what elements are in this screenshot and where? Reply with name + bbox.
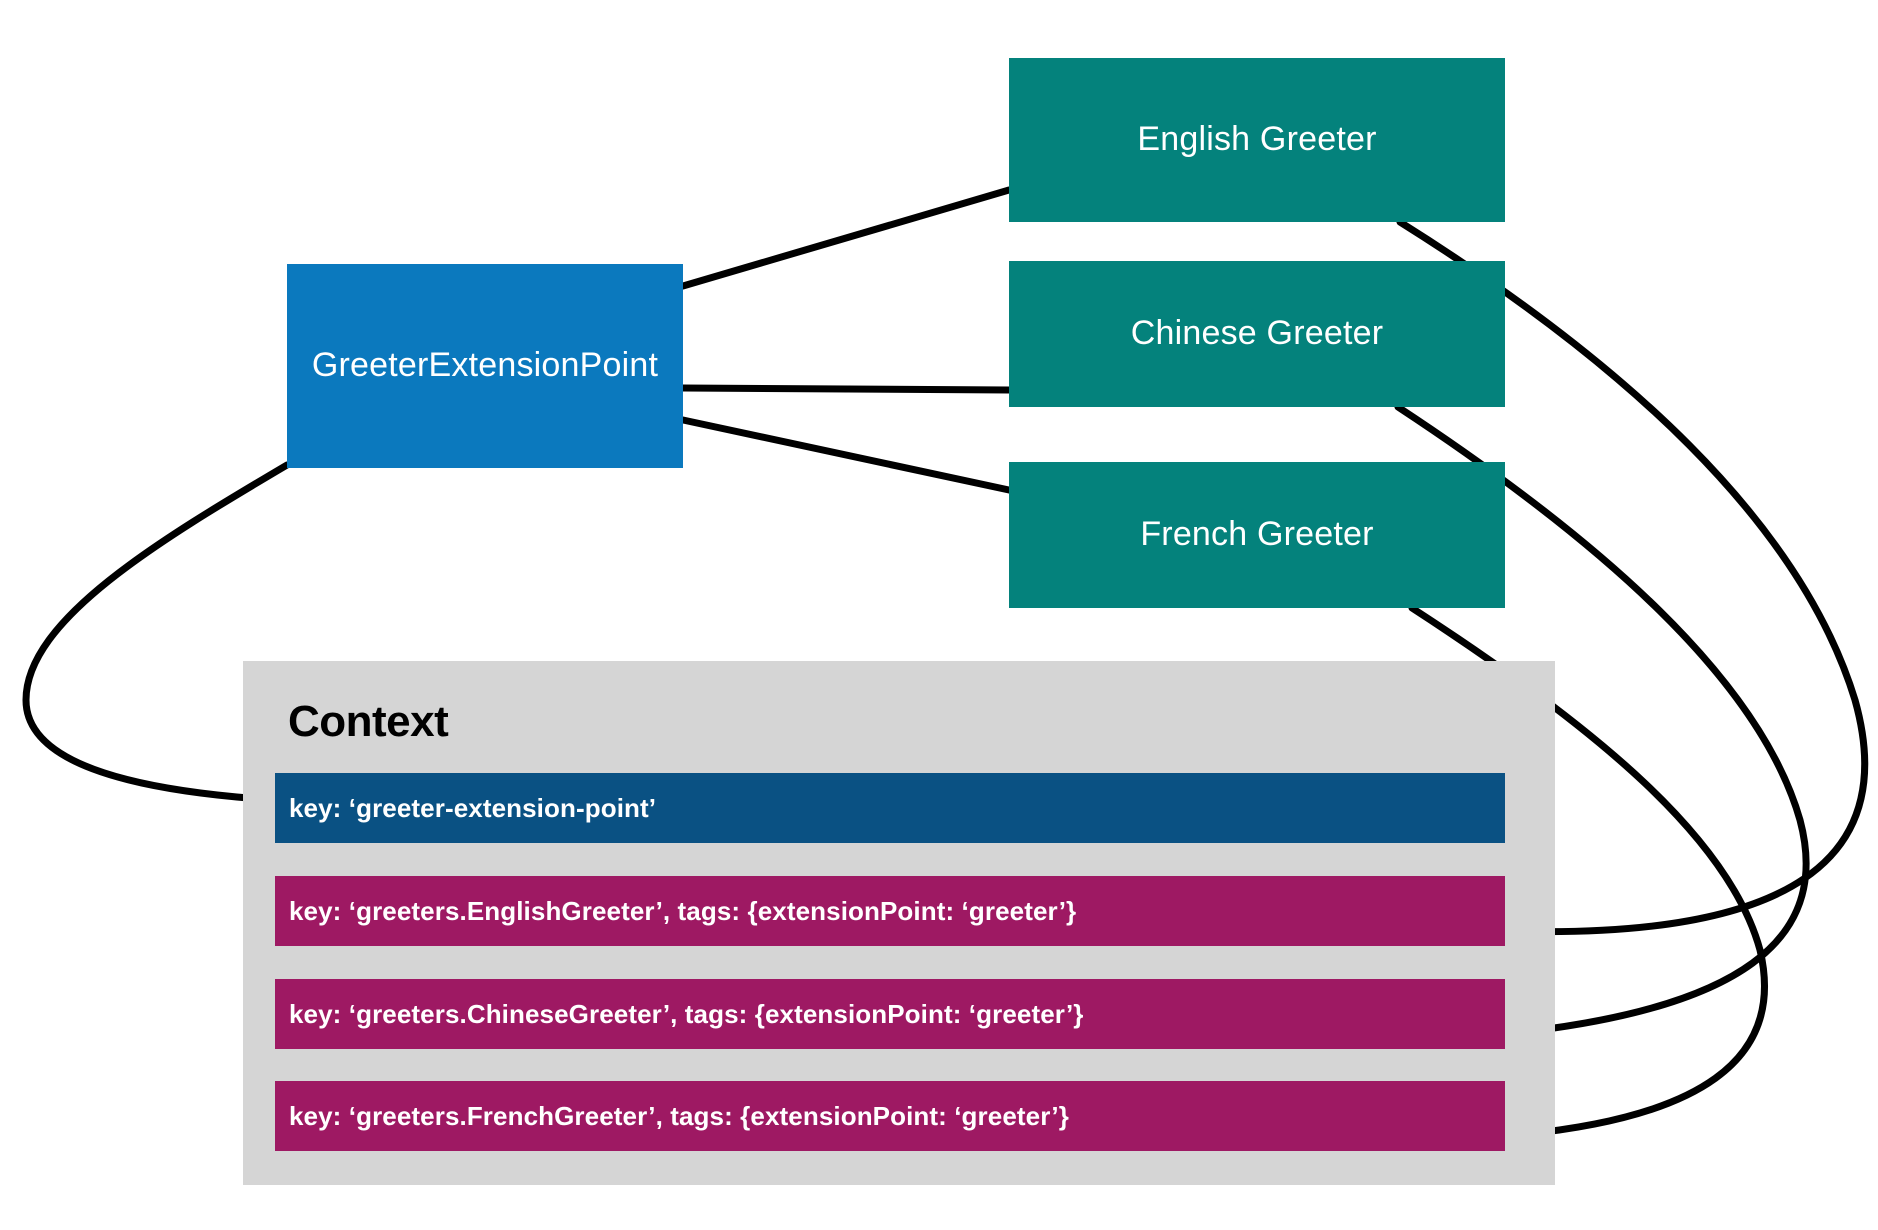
- context-entry-extension-point-label: key: ‘greeter-extension-point’: [289, 792, 657, 823]
- node-greeter-extension-point[interactable]: GreeterExtensionPoint: [287, 264, 683, 468]
- node-chinese-greeter-label: Chinese Greeter: [1130, 314, 1384, 353]
- node-chinese-greeter[interactable]: Chinese Greeter: [1009, 261, 1505, 407]
- edge-extensionpoint-to-french: [679, 416, 1013, 494]
- edge-extensionpoint-to-english: [679, 186, 1013, 290]
- node-french-greeter[interactable]: French Greeter: [1009, 462, 1505, 608]
- node-english-greeter-label: English Greeter: [1137, 120, 1377, 159]
- node-french-greeter-label: French Greeter: [1140, 515, 1374, 554]
- node-english-greeter[interactable]: English Greeter: [1009, 58, 1505, 222]
- context-entry-extension-point[interactable]: key: ‘greeter-extension-point’: [275, 773, 1505, 843]
- node-greeter-extension-point-label: GreeterExtensionPoint: [311, 346, 659, 385]
- context-entry-english-greeter-label: key: ‘greeters.EnglishGreeter’, tags: {e…: [289, 895, 1077, 926]
- context-panel: Context key: ‘greeter-extension-point’ k…: [243, 661, 1555, 1185]
- context-entry-french-greeter[interactable]: key: ‘greeters.FrenchGreeter’, tags: {ex…: [275, 1081, 1505, 1151]
- context-entry-chinese-greeter-label: key: ‘greeters.ChineseGreeter’, tags: {e…: [289, 998, 1084, 1029]
- edge-extensionpoint-to-chinese: [679, 384, 1013, 394]
- context-entry-english-greeter[interactable]: key: ‘greeters.EnglishGreeter’, tags: {e…: [275, 876, 1505, 946]
- context-entry-chinese-greeter[interactable]: key: ‘greeters.ChineseGreeter’, tags: {e…: [275, 979, 1505, 1049]
- context-panel-title: Context: [288, 697, 449, 746]
- context-entry-french-greeter-label: key: ‘greeters.FrenchGreeter’, tags: {ex…: [289, 1100, 1069, 1131]
